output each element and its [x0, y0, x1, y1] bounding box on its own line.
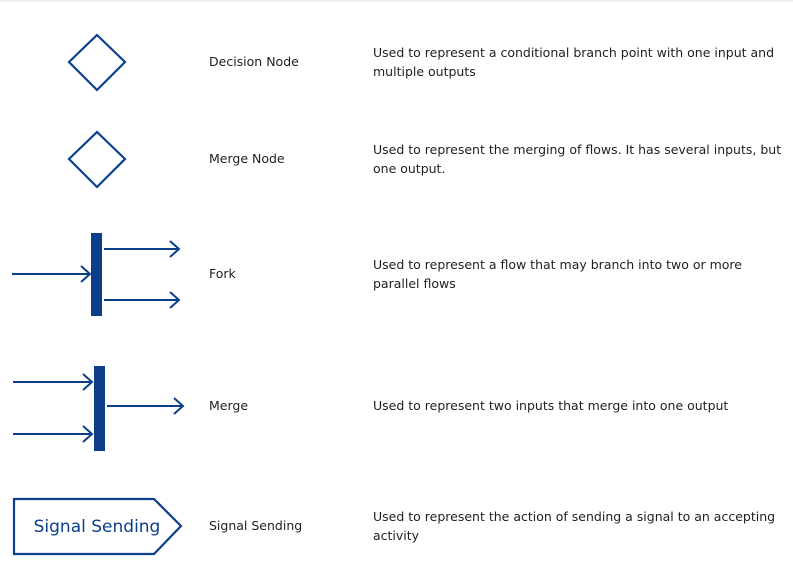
- merge-bar-icon: [13, 366, 185, 451]
- legend-row-signal-sending: Signal Sending Signal Sending Used to re…: [0, 490, 793, 582]
- row-description: Used to represent the merging of flows. …: [373, 142, 782, 176]
- row-description: Used to represent the action of sending …: [373, 509, 776, 543]
- signal-sending-symbol-label: Signal Sending: [34, 517, 161, 537]
- row-description: Used to represent a conditional branch p…: [373, 45, 775, 79]
- fork-bar-icon: [12, 233, 181, 316]
- legend-row-merge-node: Merge Node Used to represent the merging…: [0, 110, 793, 210]
- row-name: Merge: [209, 398, 249, 413]
- row-name: Fork: [209, 266, 236, 281]
- top-divider: [0, 0, 793, 2]
- legend-row-decision-node: Decision Node Used to represent a condit…: [0, 0, 793, 110]
- row-description: Used to represent two inputs that merge …: [373, 398, 729, 413]
- row-description: Used to represent a flow that may branch…: [373, 257, 742, 291]
- row-name: Decision Node: [209, 54, 299, 69]
- diamond-icon: [67, 130, 127, 189]
- row-name: Merge Node: [209, 151, 285, 166]
- legend-row-fork: Fork Used to represent a flow that may b…: [0, 225, 793, 325]
- signal-sending-icon: Signal Sending: [12, 497, 183, 556]
- diamond-icon: [67, 33, 127, 92]
- row-name: Signal Sending: [209, 518, 303, 533]
- legend-row-merge: Merge Used to represent two inputs that …: [0, 360, 793, 460]
